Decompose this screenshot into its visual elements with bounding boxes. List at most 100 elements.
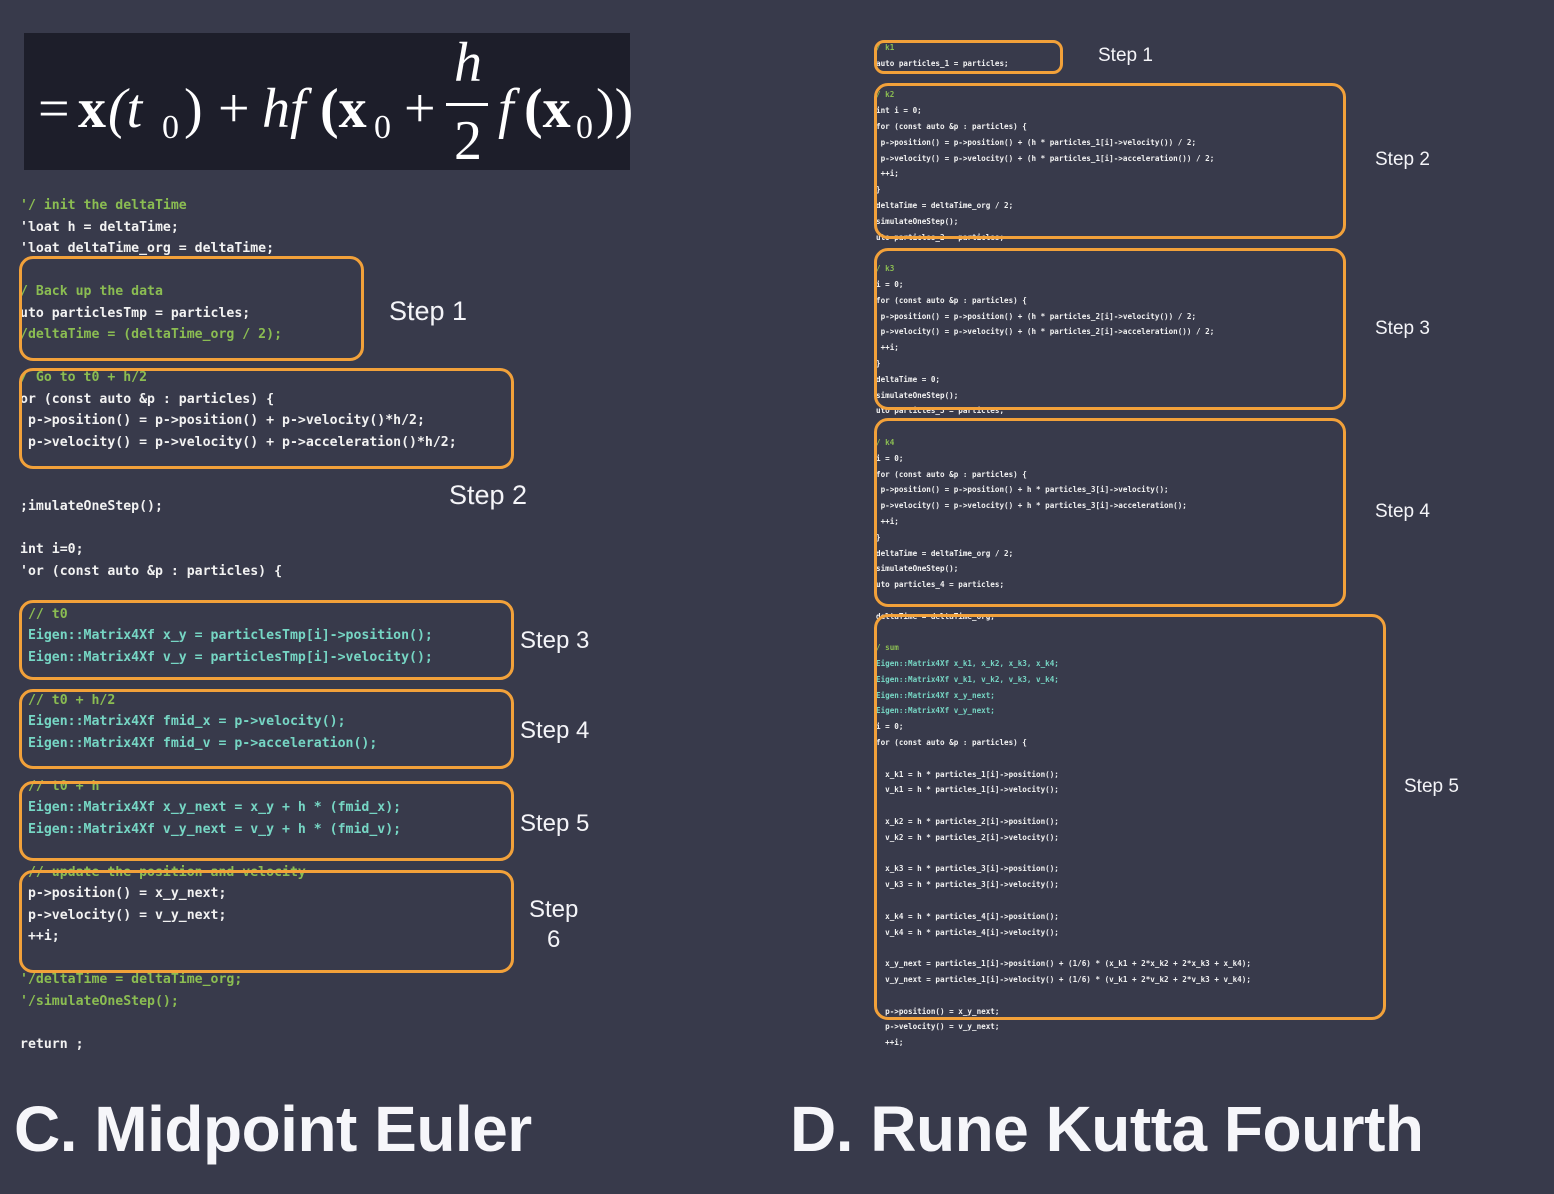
right-step5-box: [874, 614, 1386, 1020]
left-code-line: ;imulateOneStep();: [20, 499, 163, 514]
right-step2-box: [874, 83, 1346, 239]
right-code-line: deltaTime = deltaTime_org / 2;: [876, 200, 1014, 210]
left-code-line: p->velocity() = v_y_next;: [20, 907, 227, 923]
formula-sub0c: 0: [576, 109, 593, 146]
left-code-line: [20, 1012, 540, 1034]
right-code-line: i = 0;: [876, 279, 904, 289]
right-code-line: v_k3 = h * particles_3[i]->velocity();: [876, 880, 1059, 890]
formula-t0: (t: [108, 78, 143, 140]
right-code-line: }: [876, 358, 881, 368]
right-code-line: p->velocity() = p->velocity() + h * part…: [876, 501, 1187, 511]
right-code-line: ++i;: [876, 1038, 904, 1048]
right-code-line: v_k1 = h * particles_1[i]->velocity();: [876, 785, 1059, 795]
left-code-line: p->position() = p->position() + p->veloc…: [20, 413, 425, 428]
right-code-line: p->velocity() = v_y_next;: [876, 1022, 1000, 1032]
left-code-line: 'loat deltaTime_org = deltaTime;: [20, 241, 275, 256]
left-step6-label: Step: [529, 896, 579, 923]
formula-fraction-bar: [446, 103, 488, 106]
right-code-line: ++i;: [876, 516, 899, 526]
left-step3-label: Step 3: [520, 627, 590, 654]
left-code-line: '/simulateOneStep();: [20, 993, 179, 1009]
left-step4-label: Step 4: [520, 717, 590, 744]
runge-kutta-title: D. Rune Kutta Fourth: [790, 1093, 1424, 1165]
right-step1-label: Step 1: [1098, 45, 1153, 66]
formula-numerator: h: [454, 32, 482, 94]
left-code-line: '/deltaTime = deltaTime_org;: [20, 972, 243, 987]
left-code-line: 'or (const auto &p : particles) {: [20, 563, 283, 579]
midpoint-euler-title: C. Midpoint Euler: [14, 1093, 532, 1165]
formula-hf: hf: [262, 78, 306, 140]
right-code-line: Eigen::Matrix4Xf v_k1, v_k2, v_k3, v_k4;: [876, 674, 1059, 684]
left-code-line: or (const auto &p : particles) {: [20, 391, 275, 407]
right-step2-label: Step 2: [1375, 149, 1430, 170]
right-step4-label: Step 4: [1375, 501, 1430, 522]
left-code-line: return ;: [20, 1036, 84, 1052]
right-code-line: for (const auto &p : particles) {: [876, 121, 1027, 131]
right-code-line: Eigen::Matrix4Xf v_y_next;: [876, 706, 995, 716]
formula-plus: +: [218, 78, 250, 140]
right-code-line: uto particles_4 = particles;: [876, 580, 1005, 590]
left-code-line: / Back up the data: [20, 284, 163, 299]
right-code-line: p->position() = x_y_next;: [876, 1006, 1000, 1016]
left-step2-box: [19, 368, 514, 469]
left-code-line: // t0 + h/2: [20, 692, 116, 708]
formula-close1: ): [184, 78, 203, 140]
right-step4-box: [874, 418, 1346, 607]
right-code-line: i = 0;: [876, 453, 904, 463]
midpoint-euler-code: '/ init the deltaTime 'loat h = deltaTime…: [20, 195, 540, 1055]
right-code-line: v_y_next = particles_1[i]->velocity() + …: [876, 975, 1251, 985]
right-code-line: Eigen::Matrix4Xf x_y_next;: [876, 690, 995, 700]
right-code-line: x_k4 = h * particles_4[i]->position();: [876, 911, 1059, 921]
right-code-line: x_y_next = particles_1[i]->position() + …: [876, 959, 1251, 969]
left-code-line: ++i;: [20, 929, 60, 944]
right-code-line: Eigen::Matrix4Xf x_k1, x_k2, x_k3, x_k4;: [876, 659, 1059, 669]
left-step1-box: [19, 256, 364, 361]
left-step3-box: [19, 600, 514, 680]
right-code-line: / sum: [876, 643, 899, 653]
right-code-line: v_k4 = h * particles_4[i]->velocity();: [876, 927, 1059, 937]
left-code-line: [20, 518, 540, 540]
right-code-line: v_k2 = h * particles_2[i]->velocity();: [876, 832, 1059, 842]
formula-x: x: [78, 78, 106, 140]
right-code-line: simulateOneStep();: [876, 216, 959, 226]
right-code-line: simulateOneStep();: [876, 564, 959, 574]
formula-open2: (x: [320, 78, 367, 140]
right-code-line: simulateOneStep();: [876, 390, 959, 400]
formula-open3: (x: [524, 78, 571, 140]
left-code-line: /deltaTime = (deltaTime_org / 2);: [20, 327, 283, 342]
right-step3-label: Step 3: [1375, 318, 1430, 339]
right-code-line: i = 0;: [876, 722, 904, 732]
right-code-line: for (const auto &p : particles) {: [876, 469, 1027, 479]
formula-close3: )): [596, 78, 634, 140]
formula-sub0: 0: [162, 109, 179, 146]
left-step6-number: 6: [547, 926, 561, 953]
formula-equals: =: [38, 78, 70, 140]
left-code-line: Eigen::Matrix4Xf v_y_next = v_y + h * (f…: [20, 821, 402, 837]
formula-denominator: 2: [454, 110, 482, 172]
left-code-line: Eigen::Matrix4Xf v_y = particlesTmp[i]->…: [20, 649, 433, 665]
left-code-line: Eigen::Matrix4Xf fmid_x = p->velocity();: [20, 714, 346, 729]
right-code-line: x_k1 = h * particles_1[i]->position();: [876, 769, 1059, 779]
left-step6-box: [19, 870, 514, 973]
right-code-line: deltaTime = 0;: [876, 374, 941, 384]
left-step4-box: [19, 689, 514, 769]
right-code-line: p->velocity() = p->velocity() + (h * par…: [876, 327, 1215, 337]
left-code-line: Eigen::Matrix4Xf x_y_next = x_y + h * (f…: [20, 800, 402, 815]
right-code-line: ++i;: [876, 343, 899, 353]
formula-f: f: [498, 78, 514, 140]
right-code-line: x_k2 = h * particles_2[i]->position();: [876, 817, 1059, 827]
left-code-line: int i=0;: [20, 542, 84, 557]
right-code-line: deltaTime = deltaTime_org / 2;: [876, 548, 1014, 558]
right-code-line: for (const auto &p : particles) {: [876, 295, 1027, 305]
left-code-line: 'loat h = deltaTime;: [20, 219, 179, 235]
left-code-line: '/ init the deltaTime: [20, 198, 187, 213]
left-code-line: p->velocity() = p->velocity() + p->accel…: [20, 434, 457, 450]
right-code-line: x_k3 = h * particles_3[i]->position();: [876, 864, 1059, 874]
right-code-line: p->velocity() = p->velocity() + (h * par…: [876, 153, 1215, 163]
left-code-line: uto particlesTmp = particles;: [20, 305, 251, 321]
right-code-line: p->position() = p->position() + (h * par…: [876, 137, 1197, 147]
right-code-line: }: [876, 532, 881, 542]
right-code-line: / k3: [876, 264, 895, 274]
right-code-line: p->position() = p->position() + h * part…: [876, 485, 1169, 495]
